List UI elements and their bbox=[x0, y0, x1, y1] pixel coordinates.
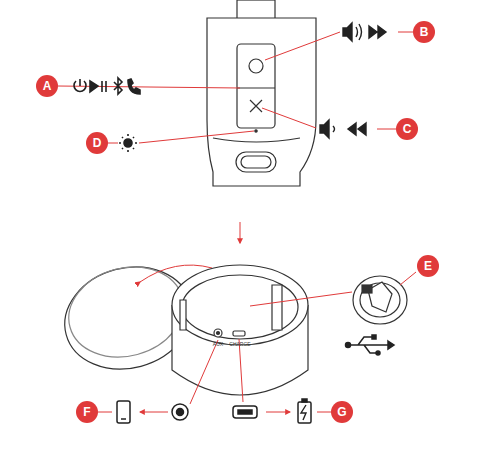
callout-letter: F bbox=[83, 406, 90, 418]
callout-letter: A bbox=[43, 80, 52, 92]
callout-letter: C bbox=[403, 123, 412, 135]
port-label: CHARGE bbox=[229, 342, 250, 347]
callout-letter: G bbox=[337, 406, 346, 418]
speaker-body bbox=[207, 0, 316, 186]
callout-letter: E bbox=[424, 260, 432, 272]
port-label: AUX bbox=[213, 342, 223, 347]
callout-letter: D bbox=[93, 137, 102, 149]
callout-letter: B bbox=[420, 26, 429, 38]
